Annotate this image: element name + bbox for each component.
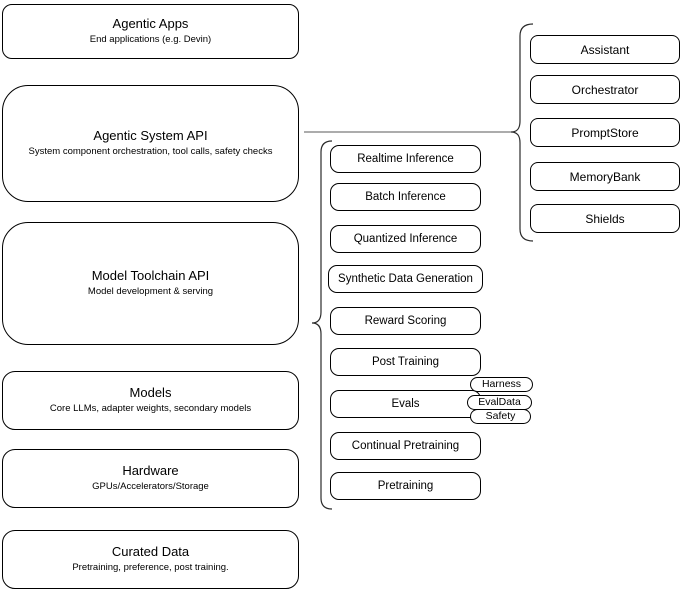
node-title: Hardware	[122, 463, 179, 479]
node-quantized-inference: Quantized Inference	[330, 225, 481, 253]
node-subtitle: Model development & serving	[87, 286, 214, 298]
node-evals: Evals	[330, 390, 481, 418]
node-title: Agentic Apps	[112, 16, 189, 32]
node-post-training: Post Training	[330, 348, 481, 376]
tag-safety: Safety	[470, 409, 531, 424]
node-title: Agentic System API	[93, 128, 208, 144]
node-hardware: Hardware GPUs/Accelerators/Storage	[2, 449, 299, 508]
tag-evaldata: EvalData	[467, 395, 532, 410]
node-synthetic-data-generation: Synthetic Data Generation	[328, 265, 483, 293]
node-agentic-apps: Agentic Apps End applications (e.g. Devi…	[2, 4, 299, 59]
tag-harness: Harness	[470, 377, 533, 392]
node-title: Model Toolchain API	[91, 268, 210, 284]
node-batch-inference: Batch Inference	[330, 183, 481, 211]
node-continual-pretraining: Continual Pretraining	[330, 432, 481, 460]
node-promptstore: PromptStore	[530, 118, 680, 147]
node-curated-data: Curated Data Pretraining, preference, po…	[2, 530, 299, 589]
node-model-toolchain-api: Model Toolchain API Model development & …	[2, 222, 299, 345]
toolchain-brace	[311, 140, 333, 510]
node-title: Curated Data	[111, 544, 190, 560]
node-subtitle: GPUs/Accelerators/Storage	[92, 481, 209, 493]
node-assistant: Assistant	[530, 35, 680, 64]
node-agentic-system-api: Agentic System API System component orch…	[2, 85, 299, 202]
node-subtitle: End applications (e.g. Devin)	[89, 34, 212, 46]
node-pretraining: Pretraining	[330, 472, 481, 500]
node-orchestrator: Orchestrator	[530, 75, 680, 104]
node-subtitle: Pretraining, preference, post training.	[72, 562, 229, 574]
node-realtime-inference: Realtime Inference	[330, 145, 481, 173]
node-reward-scoring: Reward Scoring	[330, 307, 481, 335]
node-models: Models Core LLMs, adapter weights, secon…	[2, 371, 299, 430]
node-subtitle: Core LLMs, adapter weights, secondary mo…	[49, 403, 252, 415]
node-memorybank: MemoryBank	[530, 162, 680, 191]
node-subtitle: System component orchestration, tool cal…	[28, 146, 273, 158]
node-title: Models	[129, 385, 172, 401]
node-shields: Shields	[530, 204, 680, 233]
